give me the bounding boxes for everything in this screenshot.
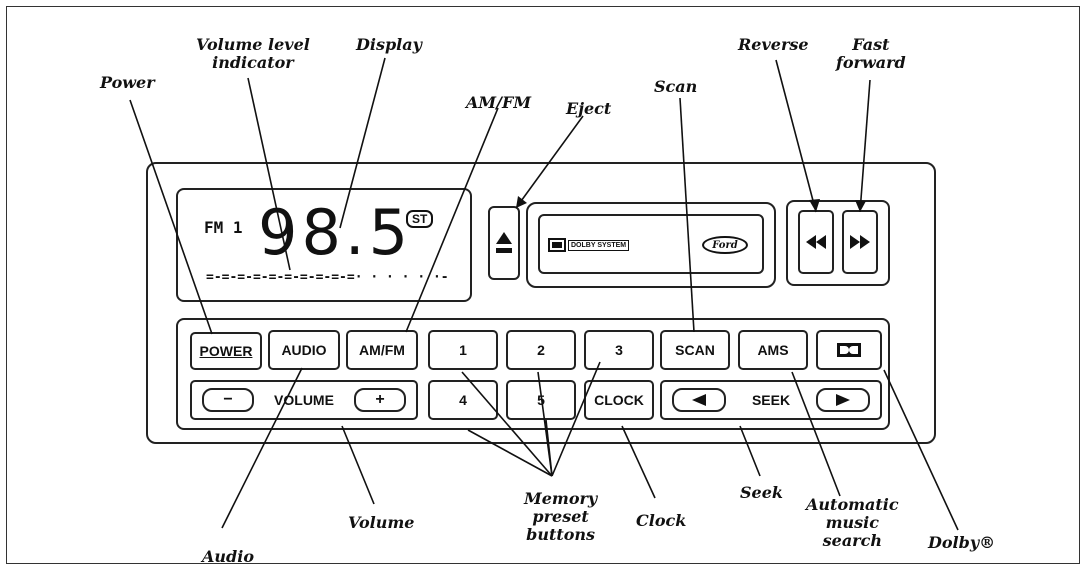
leader-amfm bbox=[405, 107, 499, 333]
leader-memory-4 bbox=[467, 429, 553, 477]
volume-rocker: − VOLUME + bbox=[190, 380, 418, 420]
callout-volume: Volume bbox=[348, 513, 415, 532]
leader-volume bbox=[341, 425, 375, 505]
callout-seek: Seek bbox=[740, 483, 783, 502]
dolby-double-d-icon bbox=[837, 343, 861, 357]
leader-dolby bbox=[883, 369, 959, 531]
leader-power bbox=[129, 99, 213, 335]
rewind-icon bbox=[806, 235, 826, 249]
seek-label: SEEK bbox=[751, 392, 791, 408]
volume-label: VOLUME bbox=[274, 392, 334, 408]
callout-scan: Scan bbox=[654, 77, 698, 96]
callout-memory: Memory preset buttons bbox=[524, 489, 598, 544]
amfm-button[interactable]: AM/FM bbox=[346, 330, 418, 370]
volume-up-button[interactable]: + bbox=[353, 388, 406, 412]
ford-logo: Ford bbox=[702, 236, 748, 254]
stereo-badge: ST bbox=[406, 210, 434, 228]
clock-button[interactable]: CLOCK bbox=[584, 380, 654, 420]
tape-door: DOLBY SYSTEM Ford bbox=[538, 214, 764, 274]
callout-power: Power bbox=[100, 73, 155, 92]
fast-forward-button[interactable] bbox=[842, 210, 878, 274]
frequency-readout: 98.5 bbox=[258, 196, 413, 269]
left-arrow-icon bbox=[692, 394, 706, 406]
figure-frame bbox=[6, 6, 1080, 564]
callout-audio: Audio bbox=[202, 547, 254, 566]
leader-volume-level bbox=[247, 77, 291, 271]
leader-scan bbox=[679, 97, 695, 333]
dolby-button[interactable] bbox=[816, 330, 882, 370]
display-window: FM 1 98.5 ST =-=-=-=-=-=-=-=-=-=· · · · … bbox=[176, 188, 472, 302]
ams-button[interactable]: AMS bbox=[738, 330, 808, 370]
leader-memory-3 bbox=[551, 361, 601, 477]
callout-fast-forward: Fast forward bbox=[836, 35, 906, 72]
tape-slot: DOLBY SYSTEM Ford bbox=[526, 202, 776, 288]
leader-seek bbox=[739, 425, 761, 477]
callout-eject: Eject bbox=[566, 99, 612, 118]
leader-memory-1 bbox=[461, 371, 553, 477]
callout-display: Display bbox=[356, 35, 422, 54]
callout-ams: Automatic music search bbox=[806, 495, 899, 550]
right-arrow-icon bbox=[836, 394, 850, 406]
callout-amfm: AM/FM bbox=[466, 93, 532, 112]
volume-level-bar: =-=-=-=-=-=-=-=-=-=· · · · · ·- bbox=[206, 270, 449, 285]
preset-3-button[interactable]: 3 bbox=[584, 330, 654, 370]
preset-2-button[interactable]: 2 bbox=[506, 330, 576, 370]
callout-clock: Clock bbox=[636, 511, 687, 530]
seek-down-button[interactable] bbox=[672, 388, 726, 412]
band-indicator: FM 1 bbox=[204, 218, 243, 237]
reverse-button[interactable] bbox=[798, 210, 834, 274]
callout-dolby: Dolby® bbox=[928, 533, 996, 552]
seek-up-button[interactable] bbox=[816, 388, 870, 412]
seek-rocker: SEEK bbox=[660, 380, 882, 420]
leader-display bbox=[339, 57, 386, 229]
scan-button[interactable]: SCAN bbox=[660, 330, 730, 370]
eject-button[interactable] bbox=[488, 206, 520, 280]
leader-reverse bbox=[775, 59, 817, 213]
preset-1-button[interactable]: 1 bbox=[428, 330, 498, 370]
volume-down-button[interactable]: − bbox=[202, 388, 254, 412]
fast-forward-icon bbox=[850, 235, 870, 249]
leader-ams bbox=[791, 371, 841, 497]
eject-icon bbox=[496, 232, 512, 253]
callout-volume-level: Volume level indicator bbox=[196, 35, 310, 72]
audio-button[interactable]: AUDIO bbox=[268, 330, 340, 370]
power-button[interactable]: POWER bbox=[190, 332, 262, 370]
dolby-double-d-icon bbox=[548, 238, 566, 252]
leader-eject bbox=[515, 115, 584, 209]
leader-fast-forward bbox=[859, 79, 871, 213]
leader-memory-5 bbox=[545, 419, 553, 477]
callout-reverse: Reverse bbox=[738, 35, 809, 54]
dolby-system-badge: DOLBY SYSTEM bbox=[548, 238, 630, 252]
leader-clock bbox=[621, 425, 656, 499]
leader-audio bbox=[221, 367, 303, 529]
